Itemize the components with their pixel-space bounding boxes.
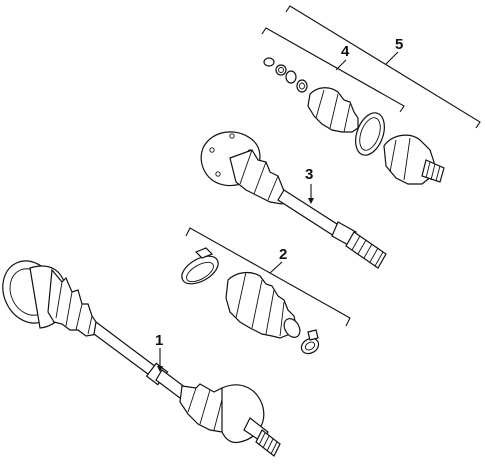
callout-1: 1 <box>155 332 163 349</box>
part-4-outer-boot-kit <box>263 57 385 156</box>
callout-2: 2 <box>279 246 287 263</box>
part-5-outer-cv-joint <box>383 134 445 185</box>
part-2-boot-kit <box>181 247 320 355</box>
part-1-axle-shaft <box>2 260 281 457</box>
part-3-inner-joint-shaft <box>200 131 387 269</box>
callout-4: 4 <box>341 43 350 60</box>
callout-leaders <box>157 5 481 372</box>
callout-5: 5 <box>395 36 403 53</box>
callout-3: 3 <box>305 166 313 183</box>
